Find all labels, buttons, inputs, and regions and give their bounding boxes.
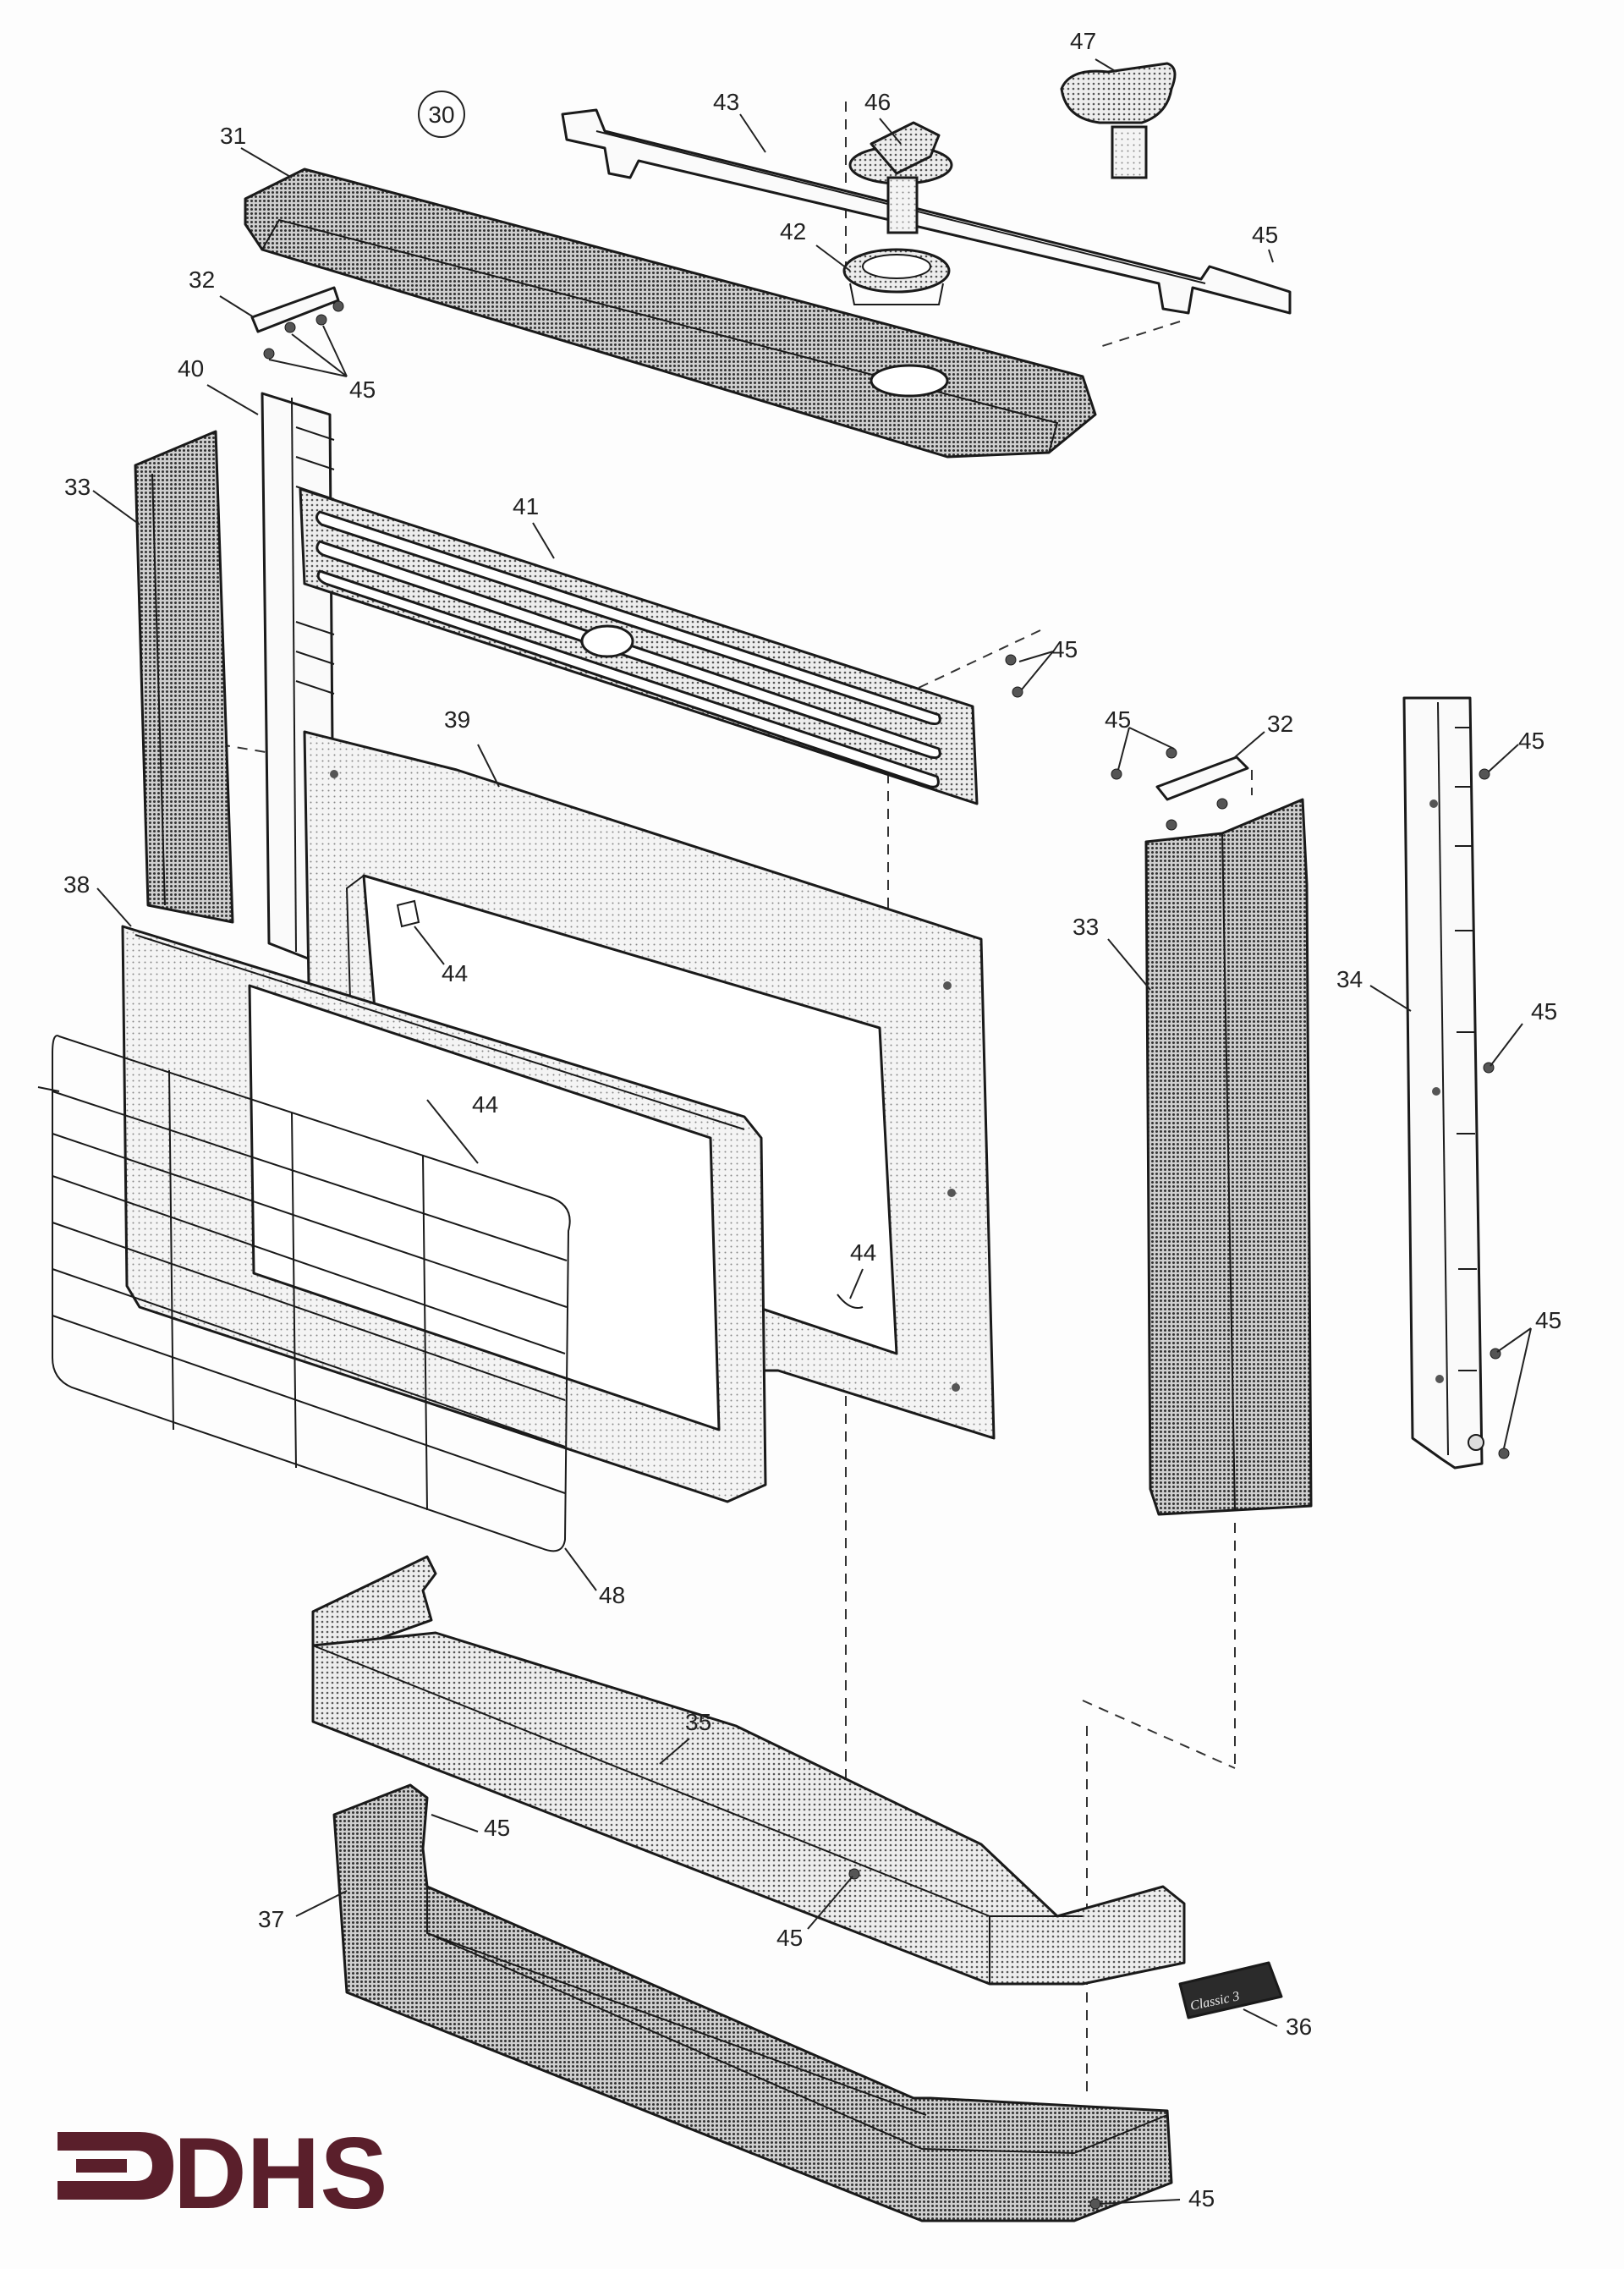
callout-45h: 45: [484, 1815, 510, 1841]
screws-45-baffle: [1005, 654, 1023, 698]
callout-39: 39: [444, 706, 470, 733]
reference-badge-label: 30: [428, 102, 454, 128]
dhs-logo-arrow-mark: [58, 2132, 173, 2200]
callout-45e: 45: [1518, 728, 1544, 754]
callout-38: 38: [63, 871, 90, 898]
callout-45g: 45: [1535, 1307, 1561, 1333]
callout-45i: 45: [776, 1925, 803, 1951]
callout-41: 41: [513, 493, 539, 519]
callout-44c: 44: [850, 1239, 876, 1266]
callout-31: 31: [220, 123, 246, 149]
part-35-front-base: [311, 1555, 1186, 1986]
callout-40: 40: [178, 355, 204, 382]
leader-lines: [92, 58, 1532, 2205]
dhs-logo: DHS: [58, 2117, 387, 2230]
part-46-knob-assembly: [848, 121, 953, 234]
callout-36: 36: [1286, 2014, 1312, 2040]
part-34-right-slotted-strip: [1402, 696, 1510, 1470]
callout-32a: 32: [189, 266, 215, 293]
callout-45b: 45: [349, 376, 376, 403]
callout-44b: 44: [472, 1091, 498, 1118]
callout-33b: 33: [1073, 914, 1099, 940]
callout-42: 42: [780, 218, 806, 244]
part-31-top-canopy: [244, 168, 1097, 459]
reference-badge-30: 30: [418, 91, 465, 138]
callout-32b: 32: [1267, 711, 1293, 737]
callout-47: 47: [1070, 28, 1096, 54]
callout-46: 46: [864, 89, 891, 115]
callout-45f: 45: [1531, 998, 1557, 1025]
part-37-lower-base: [332, 1783, 1173, 2222]
callout-37: 37: [258, 1906, 284, 1932]
part-33-left-side-panel: [134, 430, 234, 924]
callout-48: 48: [599, 1582, 625, 1608]
part-32-left-bracket: [250, 286, 344, 360]
part-33-right-corner-panel: [1144, 798, 1313, 1516]
part-32-right-bracket: [1111, 747, 1249, 831]
part-36-name-plate: Classic 3: [1178, 1961, 1283, 2019]
callout-labels: 31 43 46 47 42 45 32 45 40 33 41 45 39 4…: [63, 28, 1561, 2211]
callout-44a: 44: [442, 960, 468, 986]
screws-45-base: [848, 1868, 1101, 2210]
part-47-knob: [1060, 62, 1177, 179]
callout-45a: 45: [1252, 222, 1278, 248]
part-42-collar-ring: [842, 248, 951, 305]
part-41-slotted-baffle: [299, 487, 979, 805]
callout-45j: 45: [1188, 2185, 1215, 2211]
callout-45d: 45: [1105, 706, 1131, 733]
callout-33a: 33: [64, 474, 91, 500]
callout-43: 43: [713, 89, 739, 115]
callout-45c: 45: [1051, 636, 1078, 662]
part-38-inner-frame: [121, 925, 767, 1503]
callout-34: 34: [1336, 966, 1363, 992]
dhs-logo-text: DHS: [173, 2117, 387, 2230]
part-48-wire-guard: [37, 1035, 571, 1552]
callout-35: 35: [685, 1709, 711, 1735]
